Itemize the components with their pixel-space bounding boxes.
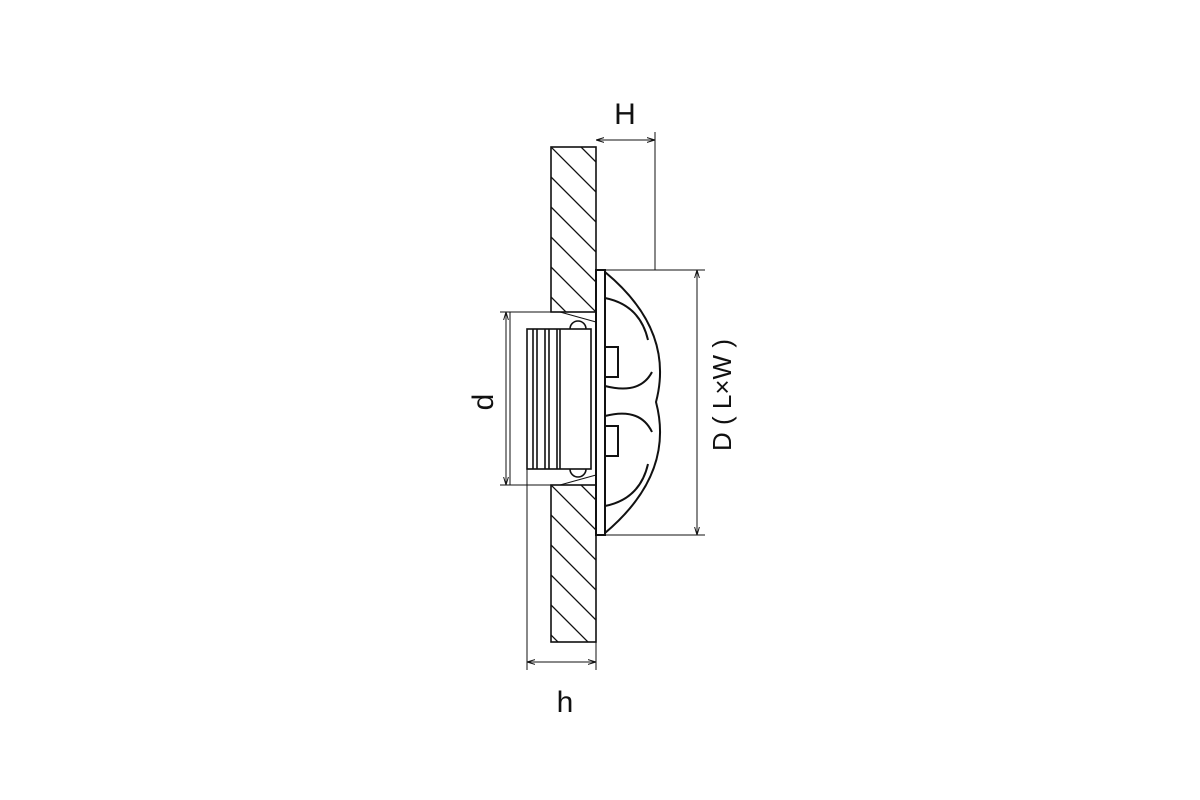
label-d: d <box>467 394 500 411</box>
hatch-line <box>551 485 596 531</box>
wall-section-top <box>550 87 597 313</box>
hatch-line <box>551 87 596 132</box>
hatch-line <box>580 485 596 501</box>
hatch-line <box>551 206 596 253</box>
hatch-line <box>551 574 596 621</box>
label-H: H <box>614 98 636 131</box>
dimension-lines <box>500 132 705 670</box>
hatch-line <box>580 147 596 163</box>
hatch-line <box>551 147 596 193</box>
fixture-plate-and-dome <box>595 269 662 536</box>
hatch-line <box>551 266 596 312</box>
hatch-line <box>551 296 567 312</box>
hatch-line <box>551 544 596 591</box>
label-h: h <box>557 686 574 719</box>
fixture-body <box>509 311 597 486</box>
hatch-line <box>551 514 596 561</box>
hatch-line <box>551 236 596 283</box>
hatch-line <box>551 176 596 223</box>
label-D-LxW: D ( L×W ) <box>707 339 737 451</box>
hatch-line <box>551 604 589 642</box>
